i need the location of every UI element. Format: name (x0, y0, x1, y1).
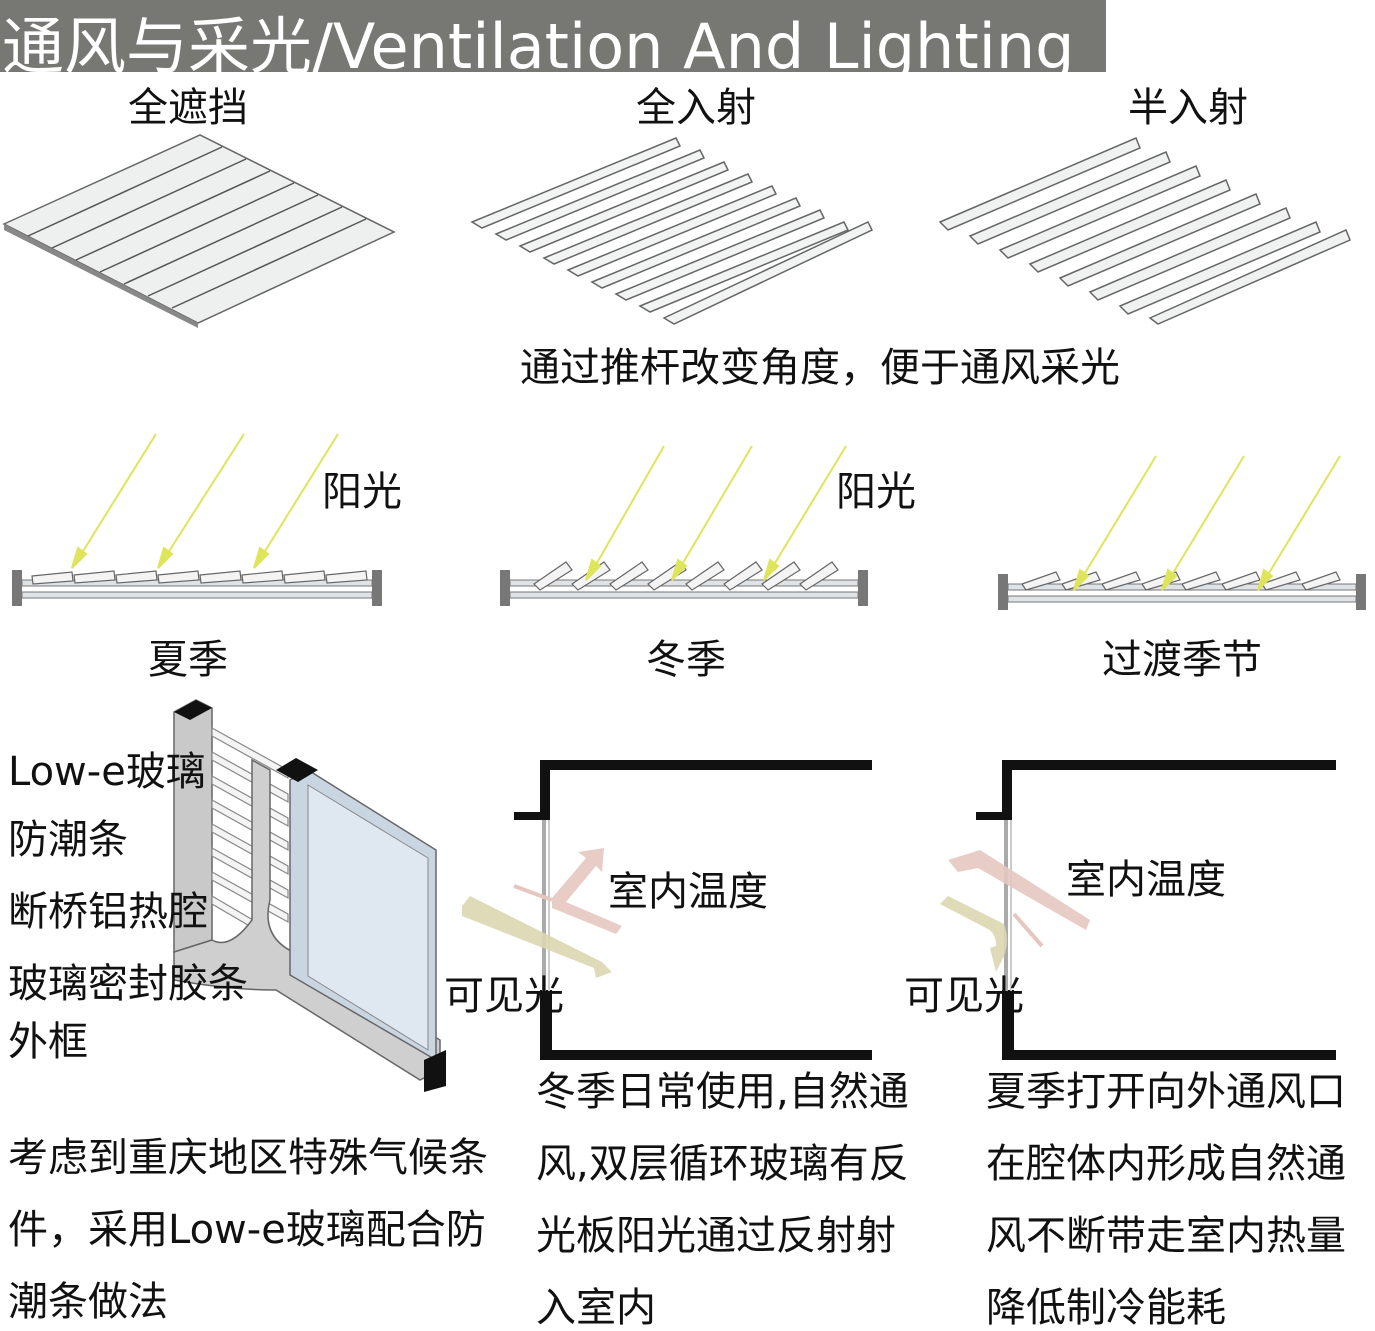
visible-light-summer: 可见光 (904, 973, 1024, 1019)
louver-caption: 通过推杆改变角度，便于通风采光 (520, 345, 1120, 391)
label-half-incident: 半入射 (1128, 85, 1248, 131)
page-title: 通风与采光/Ventilation And Lighting (2, 10, 1075, 83)
louver-full-incident (470, 137, 874, 325)
visible-light-winter: 可见光 (444, 973, 564, 1019)
note-middle-line-2: 风,双层循环玻璃有反 (536, 1141, 909, 1187)
winter-diagram (500, 445, 868, 606)
louver-full-block (2, 134, 396, 328)
part-outer-frame: 外框 (8, 1019, 88, 1065)
louver-half-incident (938, 137, 1351, 325)
label-summer: 夏季 (148, 637, 228, 683)
summer-diagram (12, 433, 382, 606)
room-winter (462, 760, 872, 1060)
window-profile (173, 699, 446, 1092)
sun-label-summer: 阳光 (322, 469, 402, 515)
part-lowe-glass: Low-e玻璃 (8, 749, 206, 795)
part-glass-seal: 玻璃密封胶条 (8, 961, 248, 1007)
label-full-incident: 全入射 (636, 85, 756, 131)
label-transition: 过渡季节 (1102, 637, 1262, 683)
note-right-line-1: 夏季打开向外通风口 (986, 1069, 1346, 1115)
note-middle-line-1: 冬季日常使用,自然通 (536, 1069, 909, 1115)
indoor-temp-winter: 室内温度 (608, 869, 768, 915)
label-winter: 冬季 (646, 637, 726, 683)
note-right-line-4: 降低制冷能耗 (986, 1285, 1226, 1331)
part-moisture-strip: 防潮条 (8, 817, 128, 863)
sun-label-winter: 阳光 (836, 469, 916, 515)
title-bar: 通风与采光/Ventilation And Lighting (0, 0, 1106, 83)
transition-diagram (998, 455, 1366, 610)
note-left-line-1: 考虑到重庆地区特殊气候条 (8, 1135, 488, 1181)
note-right-line-2: 在腔体内形成自然通 (986, 1141, 1346, 1187)
label-full-block: 全遮挡 (128, 85, 248, 131)
note-right-line-3: 风不断带走室内热量 (986, 1213, 1346, 1259)
room-summer (940, 760, 1336, 1060)
note-left-line-3: 潮条做法 (8, 1279, 168, 1325)
note-middle-line-4: 入室内 (536, 1285, 656, 1331)
indoor-temp-summer: 室内温度 (1066, 857, 1226, 903)
note-left-line-2: 件，采用Low-e玻璃配合防 (8, 1207, 486, 1253)
part-thermal-cavity: 断桥铝热腔 (8, 889, 208, 935)
note-middle-line-3: 光板阳光通过反射射 (536, 1213, 896, 1259)
